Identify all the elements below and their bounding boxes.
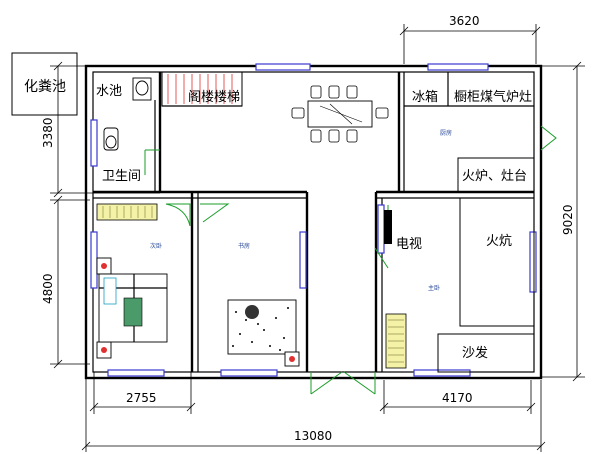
interior-walls: [93, 72, 534, 372]
kang-label: 火炕: [486, 234, 512, 249]
dim-left-upper: 3380: [41, 117, 55, 148]
septic-tank-label: 化粪池: [24, 79, 66, 95]
bathroom-fixtures: [103, 77, 152, 151]
dim-bottom-right: 4170: [442, 391, 473, 405]
master-bedroom-tag: 主卧: [428, 284, 440, 292]
kitchen-tag: 厨房: [440, 129, 452, 137]
dim-right: 9020: [561, 204, 575, 235]
master-bedroom-furniture: [384, 197, 535, 373]
attic-stairs: [161, 71, 243, 107]
sofa-label: 沙发: [462, 345, 488, 361]
cabinet-stove-label: 橱柜煤气炉灶: [454, 89, 532, 105]
stove-table-label: 火炉、灶台: [462, 169, 527, 184]
second-bedroom-tag: 次卧: [150, 242, 162, 250]
sink-label: 水池: [96, 84, 122, 99]
second-bedroom-furniture: [96, 203, 168, 359]
fridge-label: 冰箱: [412, 89, 438, 105]
stairs-label: 阁楼楼梯: [188, 90, 240, 105]
dining-table: [291, 85, 389, 143]
dim-bottom-total: 13080: [294, 429, 332, 443]
tv-label: 电视: [396, 237, 422, 252]
bathroom-label: 卫生间: [102, 169, 141, 184]
kitchen-fixtures: [404, 72, 535, 193]
dim-left-lower: 4800: [41, 273, 55, 304]
septic-tank-box: [11, 52, 78, 116]
windows: [90, 63, 537, 377]
dim-top: 3620: [449, 14, 480, 28]
dimension-lines: [50, 24, 585, 452]
study-tag: 书房: [238, 242, 250, 250]
doors: [144, 125, 557, 395]
study-furniture: [227, 299, 300, 367]
dim-bottom-left: 2755: [126, 391, 157, 405]
